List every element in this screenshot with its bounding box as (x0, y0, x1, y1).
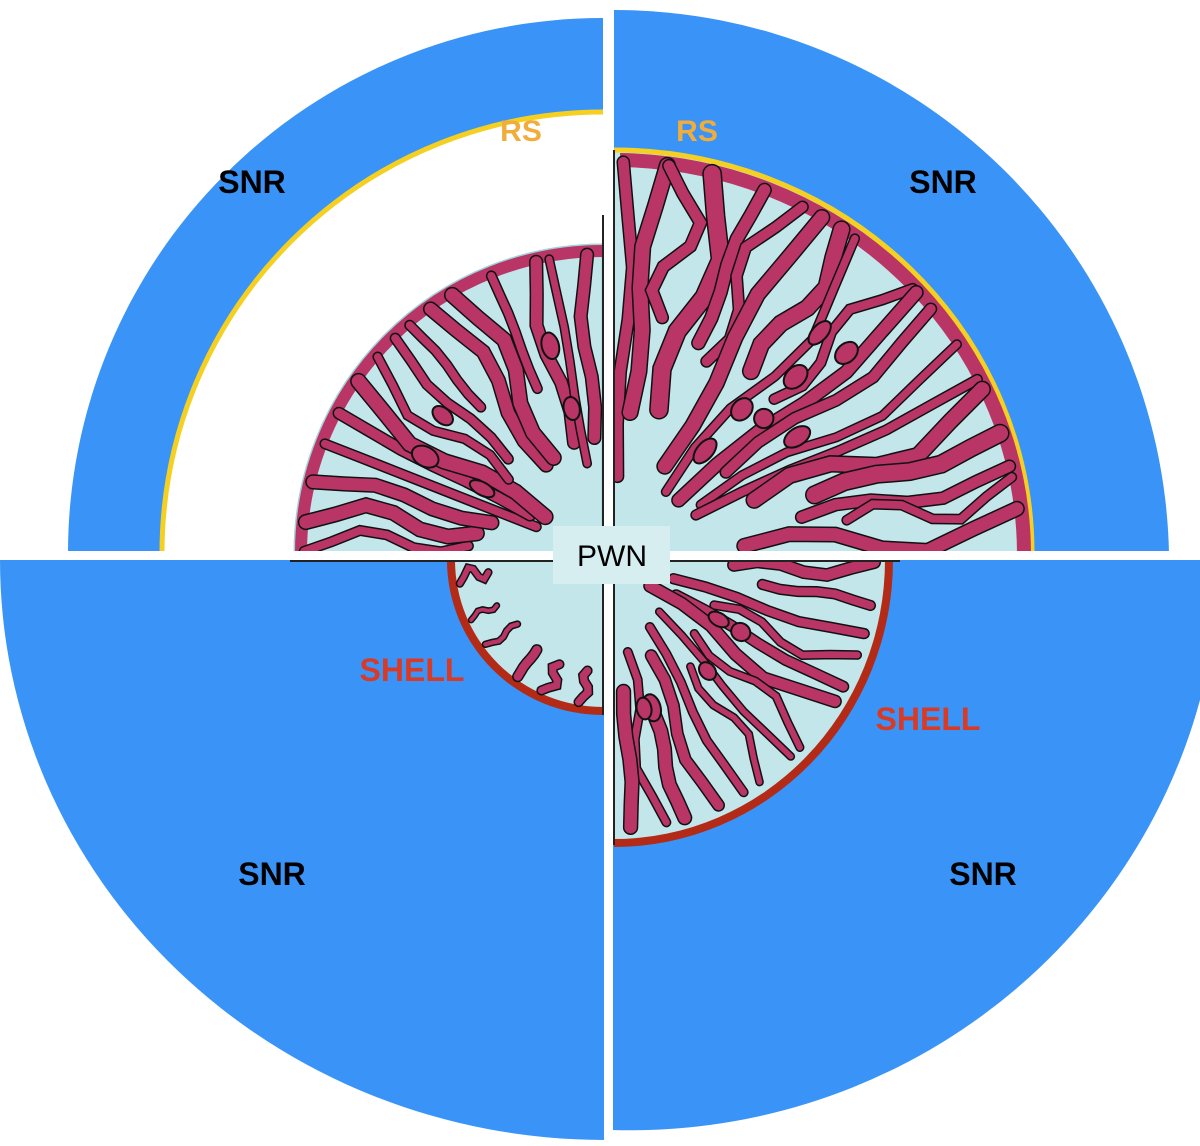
filament-blob (540, 331, 561, 361)
reverse-shock-line-top-right (613, 147, 1035, 554)
filament (842, 473, 1016, 525)
rs-label-top-left: RS (500, 115, 542, 148)
filament (657, 210, 829, 474)
filament (743, 221, 850, 379)
filaments-top-right (610, 153, 1031, 559)
filament (320, 439, 541, 531)
pwn-label-box (553, 526, 670, 584)
quadrant-top-left (68, 18, 605, 558)
filament (662, 234, 859, 496)
filament (513, 645, 541, 681)
filament-blob (635, 696, 653, 721)
filament-blob (692, 437, 718, 465)
filament (457, 564, 492, 587)
filament (769, 284, 918, 404)
filament-blob (410, 444, 440, 469)
filament (617, 685, 639, 834)
filament-blob (783, 425, 812, 449)
snr-label-bottom-left: SNR (238, 856, 306, 892)
filament-blob (730, 621, 752, 643)
filament (391, 334, 513, 464)
filament (646, 623, 748, 796)
filament (806, 425, 1009, 503)
filament (487, 271, 542, 393)
filament-blob (782, 363, 809, 390)
snr-label-bottom-right: SNR (949, 856, 1017, 892)
filament (720, 303, 936, 478)
filament (351, 374, 553, 524)
filament (424, 302, 553, 472)
filament (445, 288, 561, 465)
filament (622, 158, 675, 420)
filaments-bottom-right (615, 554, 882, 835)
filament (669, 574, 869, 638)
filament (687, 663, 763, 785)
filament (646, 160, 707, 323)
quadrant-bottom-left (0, 560, 605, 1140)
filament (574, 667, 592, 706)
filament (646, 650, 724, 811)
filament-blob (753, 407, 775, 430)
filament-blob (730, 397, 754, 422)
filament (647, 708, 691, 824)
filament-blob (834, 340, 859, 365)
filament (611, 156, 638, 482)
filament (405, 321, 485, 412)
filaments-top-left (295, 245, 604, 558)
pwn-label: PWN (577, 540, 647, 573)
filament-blob (468, 479, 496, 499)
filament (545, 255, 591, 467)
quadrant-top-right (610, 9, 1169, 559)
filament (758, 580, 875, 610)
filament-blob (807, 320, 832, 346)
filament (691, 375, 982, 520)
filament (737, 502, 1024, 558)
filament (537, 660, 564, 694)
filament-blob (431, 405, 454, 427)
filament (691, 630, 803, 751)
shell-label-bottom-right: SHELL (876, 701, 981, 737)
filament-blob (697, 661, 718, 681)
filament (656, 608, 794, 760)
shell-label-bottom-left: SHELL (360, 652, 465, 688)
filament (306, 475, 498, 529)
filament (299, 498, 484, 544)
filaments-bottom-left (455, 563, 594, 708)
filament (671, 590, 848, 692)
snr-label-top-right: SNR (909, 164, 977, 200)
quadrant-bottom-right (612, 554, 1200, 1131)
filament (624, 648, 670, 826)
filament-blob (562, 396, 581, 422)
filament (469, 603, 499, 622)
filament (672, 286, 923, 507)
filament (373, 353, 513, 484)
filament (650, 165, 730, 418)
filament (483, 621, 520, 647)
filament (575, 249, 601, 444)
pwn-region-bottom-left (455, 560, 603, 707)
snr-label-top-left: SNR (218, 164, 286, 200)
filament (697, 340, 961, 509)
filament (692, 184, 771, 349)
filament-blob (707, 610, 730, 629)
rs-label-top-right: RS (676, 115, 718, 148)
snr-region-bottom-left (0, 560, 605, 1140)
reverse-shock-line-top-left (159, 109, 604, 554)
filament (644, 580, 841, 707)
filament (710, 601, 861, 659)
